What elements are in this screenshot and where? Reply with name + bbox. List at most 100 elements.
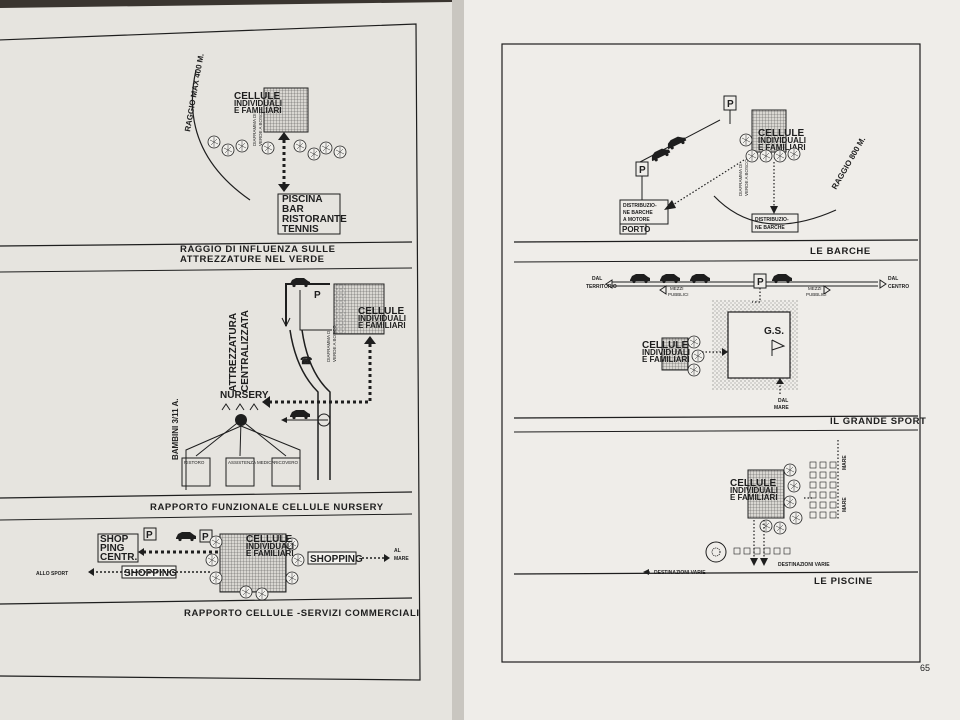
panel3-caption: RAPPORTO CELLULE -SERVIZI COMMERCIALI [184,608,420,619]
allo-sport-label: ALLO SPORT [36,571,68,577]
parking-sign: P [314,290,321,301]
road-curve-a [289,329,319,480]
barrier-label1: DIAFRAMMA DI [326,329,331,362]
parking-sign-1: P [146,530,153,541]
parking-sign: P [757,277,764,288]
page-number: 65 [920,663,930,673]
main-road [612,281,878,287]
dal-centro-2: CENTRO [888,284,909,290]
road-top [285,283,330,326]
gs-label: G.S. [764,326,784,337]
cell-sub2: E FAMILIARI [358,321,406,330]
left-arrow [262,396,270,408]
shopping-tag-right [307,551,357,565]
porto-box [619,223,647,235]
cell-block [661,337,689,371]
porto-label: PORTO [622,225,650,234]
caption-rule [0,241,413,247]
cell-tree-edge [334,284,346,334]
dal-mare-1: DAL [778,398,788,404]
dal-mare-2: MARE [774,405,789,411]
facility-box [277,193,341,235]
panel-divider [0,513,413,521]
pool-circle [705,541,727,563]
cell-sub1: INDIVIDUALI [246,542,294,551]
mare-top-label: MARE [842,455,848,470]
box-assistenza-label: ASSISTENZA MEDICA [228,460,275,465]
radius-arc [191,69,251,201]
barrier-label2: VERDE A BOSCO [744,159,749,196]
al-mare-2: MARE [394,556,409,562]
panel-piscine: MARE MARE CELLULE INDIVIDUALI E FAMILIAR… [513,440,919,587]
roundabout [317,413,331,427]
cell-sub2: E FAMILIARI [730,493,778,502]
nursery-icons [221,403,259,411]
parking-sign-low: P [639,165,646,176]
cell-title: CELLULE [234,91,280,102]
attrezzatura-label: ATTREZZATURA [228,313,239,392]
panel-divider [513,429,919,433]
road-arrow [281,317,291,328]
facility-ristorante: RISTORANTE [282,214,347,225]
shopping-right-label: SHOPPING [310,554,363,565]
caption-rule [513,239,919,243]
cell-block [219,533,287,593]
pool-circle-inner [711,547,721,557]
caption-rule [513,571,919,575]
dest-right-label: DESTINAZIONI VARIE [778,562,830,568]
cell-block [747,469,785,519]
parking-sign-top: P [727,99,734,110]
cell-sub2: E FAMILIARI [642,355,690,364]
parking-sign-2: P [202,532,209,543]
shopping-left-label: SHOPPING [124,568,177,579]
panel1-caption: LE BARCHE [810,246,871,257]
barrier-label2: VERDE A BOSCO [332,325,337,362]
pool-row [733,547,791,555]
box-ristoro-label: RISTORO [184,460,205,465]
centralizzata-label: CENTRALIZZATA [240,310,251,392]
motor-line2: NE BARCHE [623,210,653,216]
sail-box [751,213,799,233]
panel1-caption-line2: ATTREZZATURE NEL VERDE [180,254,325,265]
facility-piscina: PISCINA [282,194,323,205]
shop-label1: SHOP [100,534,129,545]
panel1-caption-line1: RAGGIO DI INFLUENZA SULLE [180,244,336,255]
shopping-centre-box [97,533,139,563]
cell-title: CELLULE [642,340,688,351]
mezzi1-a: MEZZI [670,286,684,291]
panel-nursery: P CELLULE INDIVIDUALI E FAMILIARI DIAFRA… [0,278,413,521]
cell-title: CELLULE [246,534,292,545]
arrow-sail [770,206,778,214]
sail-line1: DISTRIBUZIO- [755,217,789,223]
box-assistenza [225,457,255,487]
cell-sub1: INDIVIDUALI [758,136,806,145]
box-ristoro [181,457,211,487]
parking-area [299,290,332,331]
path-cell-to-nursery [266,338,372,404]
panel2-caption: IL GRANDE SPORT [830,416,926,427]
bus-stop-arrow-2 [823,285,831,295]
left-arrow [138,548,144,556]
cell-to-sport-arrow [722,348,728,356]
book-gutter [452,0,464,720]
down-arrow [278,184,290,192]
flag-icon [771,339,786,356]
bus-stop-arrow-1 [659,285,667,295]
caption-rule [0,491,413,499]
cell-block [263,87,309,133]
cell-sub1: INDIVIDUALI [730,486,778,495]
up-arrow [364,336,376,344]
nursery-label: NURSERY [220,390,269,401]
arrow-motor [664,200,676,210]
right-frame [501,43,921,663]
cell-title: CELLULE [358,306,404,317]
panel3-caption: LE PISCINE [814,576,873,587]
down-arrows [750,558,768,566]
phone-icon: ☎ [300,356,312,367]
motor-line3: A MOTORE [623,217,650,223]
panel-divider [0,267,413,273]
radius-arc [713,195,837,225]
pool-grid [809,461,837,519]
path-motor [667,159,745,209]
